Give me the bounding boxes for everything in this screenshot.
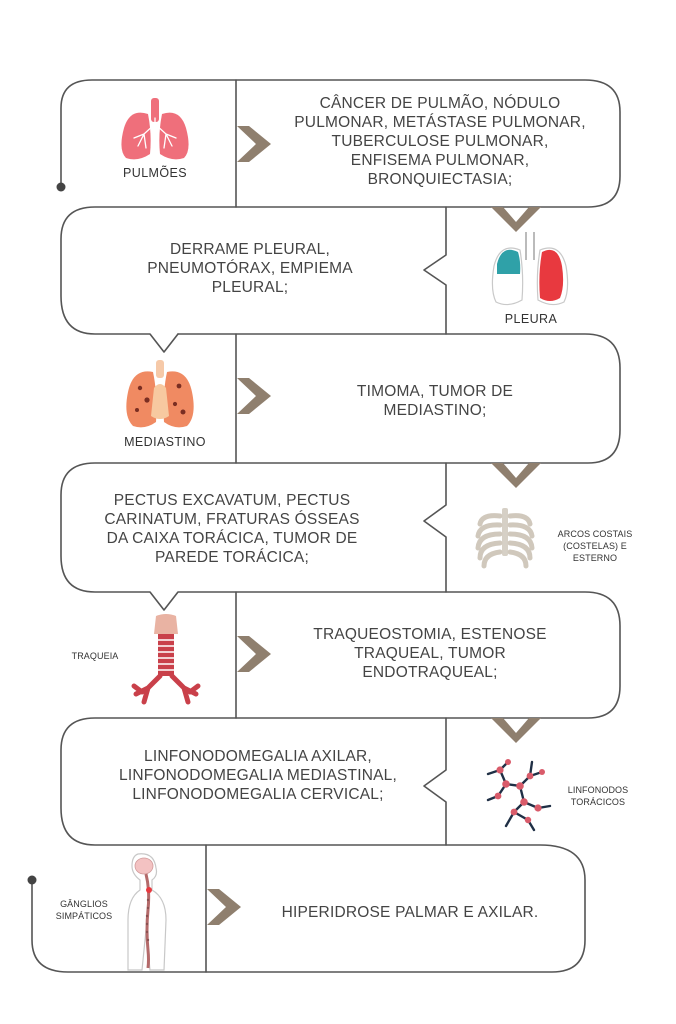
label-pleura: PLEURA [504,312,558,326]
arrow-right-5 [237,636,271,672]
row-6-divider [423,717,447,846]
row-2-text: DERRAME PLEURAL, PNEUMOTÓRAX, EMPIEMA PL… [147,241,353,296]
arrow-down-2 [491,207,541,232]
row-6-text: LINFONODOMEGALIA AXILAR, LINFONODOMEGALI… [119,748,397,803]
row-2-divider [423,206,447,335]
trachea-icon [131,614,201,705]
ribcage-icon [475,508,535,569]
label-traqueia: TRAQUEIA [71,651,119,661]
lymph-nodes-icon [486,759,552,832]
lungs-icon [121,98,189,160]
label-linfonodos: LINFONODOS TORÁCICOS [567,785,629,807]
row-1-text: CÂNCER DE PULMÃO, NÓDULO PULMONAR, METÁS… [294,95,586,188]
row-7-text: HIPERIDROSE PALMAR E AXILAR. [281,904,539,921]
pleura-icon [491,232,569,306]
mediastinum-icon [126,360,194,428]
arrow-right-1 [237,126,271,162]
start-dot [56,182,66,192]
label-mediastino: MEDIASTINO [124,435,206,449]
arrow-right-7 [207,889,241,925]
row-4-divider [423,462,447,593]
end-dot [27,875,37,885]
row-4-text: PECTUS EXCAVATUM, PECTUS CARINATUM, FRAT… [104,492,360,566]
arrow-down-4 [491,463,541,488]
row-5-text: TRAQUEOSTOMIA, ESTENOSE TRAQUEAL, TUMOR … [313,626,547,681]
row-1-box [60,79,621,353]
arrow-right-3 [237,378,271,414]
row-2-box [31,333,621,973]
row-3-text: TIMOMA, TUMOR DE MEDIASTINO; [356,383,514,419]
arrow-down-6 [491,718,541,743]
label-arcos-costais: ARCOS COSTAIS (COSTELAS) E ESTERNO [557,529,633,563]
label-ganglios: GÂNGLIOS SIMPÁTICOS [55,899,113,921]
sympathetic-ganglia-icon [127,853,167,971]
label-pulmoes: PULMÕES [123,166,187,180]
